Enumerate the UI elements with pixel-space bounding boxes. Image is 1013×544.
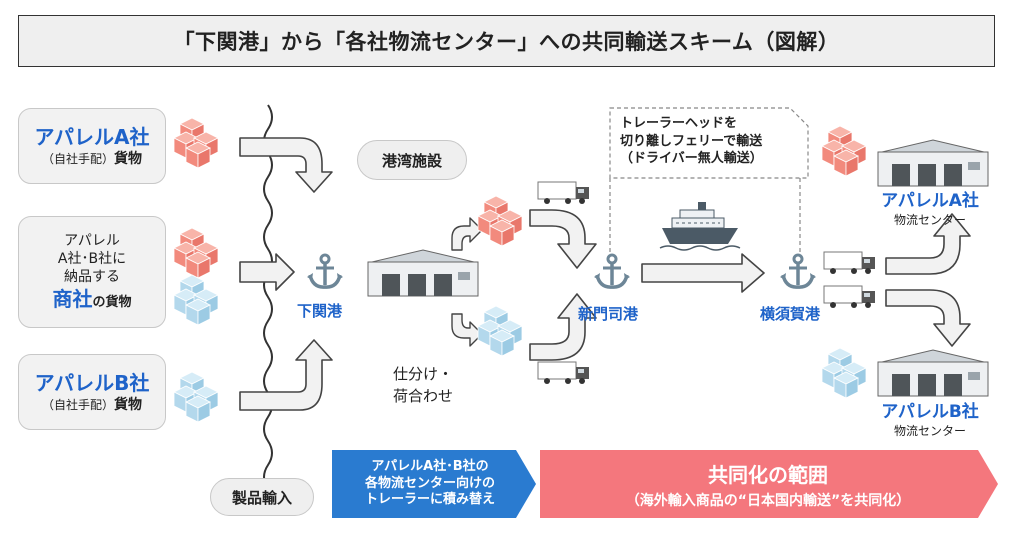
- source-a-sub: （自社手配）貨物: [41, 150, 142, 167]
- border-line: [263, 104, 273, 490]
- banner-blue-text: アパレルA社･B社の 各物流センター向けの トレーラーに積み替え: [364, 458, 495, 508]
- ferry-icon: [659, 202, 741, 251]
- truck-icon-upper: [537, 181, 590, 205]
- ferry-note-box: [609, 107, 809, 179]
- truck-icon-lower: [537, 361, 590, 385]
- cargo-blue-sorted: [478, 306, 522, 356]
- warehouse-icon-dest-b: [877, 349, 989, 397]
- port-label-yokosuka: 横須賀港: [760, 305, 821, 323]
- arrow-a: [239, 137, 333, 193]
- arrow-trader: [239, 253, 295, 291]
- trader-line3: 納品する: [64, 269, 120, 286]
- banner-red-text: 共同化の範囲 （海外輸入商品の“日本国内輸送”を共同化）: [625, 462, 911, 509]
- arrow-split-up: [451, 217, 483, 251]
- cargo-blue-dest: [822, 348, 866, 398]
- banner-red-shape: [540, 450, 998, 518]
- arrow-to-dest-b: [885, 289, 971, 347]
- cargo-pink-dest: [822, 126, 866, 176]
- anchor-icon-shinmoji: [592, 253, 632, 289]
- arrow-to-shinmoji-bottom: [529, 293, 597, 361]
- port-warehouse-icon: [367, 249, 479, 297]
- port-facility-label: 港湾施設: [357, 140, 467, 180]
- cargo-pink-a: [174, 118, 218, 168]
- source-b-sub: （自社手配）貨物: [41, 396, 142, 413]
- arrow-to-dest-a: [885, 213, 971, 275]
- warehouse-icon-dest-a: [877, 139, 989, 187]
- arrow-split-down: [451, 313, 483, 347]
- cargo-blue-b: [174, 372, 218, 422]
- destination-b-label: アパレルB社 物流センター: [881, 402, 979, 438]
- trader-line1: アパレル: [64, 232, 120, 249]
- source-b-name: アパレルB社: [34, 370, 150, 395]
- import-label: 製品輸入: [210, 478, 314, 516]
- page-title: 「下関港」から「各社物流センター」への共同輸送スキーム（図解）: [18, 15, 995, 67]
- anchor-icon-yokosuka: [778, 253, 818, 289]
- source-apparel-b: アパレルB社 （自社手配）貨物: [18, 354, 166, 430]
- source-trader: アパレル A社･B社に 納品する 商社の貨物: [18, 216, 166, 328]
- cargo-blue-trader: [174, 275, 218, 325]
- banner-blue-shape: [332, 450, 536, 518]
- arrow-b: [239, 339, 333, 411]
- cargo-pink-sorted: [478, 196, 522, 246]
- arrow-ferry-route: [641, 253, 765, 293]
- port-label-shimonoseki: 下関港: [297, 302, 343, 320]
- port-label-shinmoji: 新門司港: [578, 305, 639, 323]
- sorting-label: 仕分け・ 荷合わせ: [392, 365, 453, 405]
- source-a-name: アパレルA社: [34, 124, 150, 149]
- ferry-note-text: トレーラーヘッドを 切り離しフェリーで輸送 （ドライバー無人輸送）: [620, 116, 763, 167]
- trader-line2: A社･B社に: [57, 250, 127, 267]
- source-apparel-a: アパレルA社 （自社手配）貨物: [18, 108, 166, 184]
- truck-icon-yokosuka-b: [823, 285, 876, 309]
- cargo-pink-trader: [174, 228, 218, 278]
- arrow-to-shinmoji-top: [529, 209, 597, 269]
- anchor-icon-shimonoseki: [305, 253, 345, 289]
- trader-line4: 商社の貨物: [52, 287, 132, 312]
- destination-a-label: アパレルA社 物流センター: [881, 191, 979, 227]
- truck-icon-yokosuka-a: [823, 251, 876, 275]
